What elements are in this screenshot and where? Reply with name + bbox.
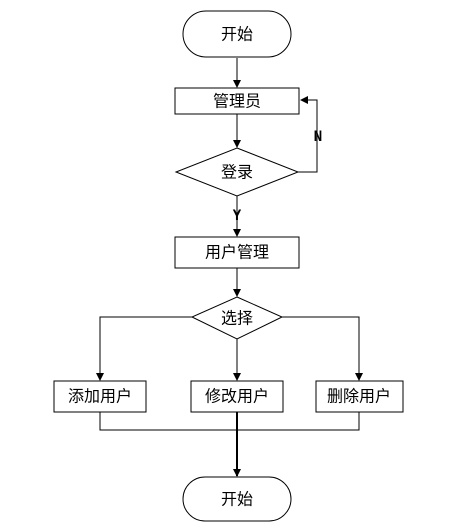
login-decision-shape	[174, 147, 300, 197]
arrow-login-no-loop	[298, 96, 318, 173]
modify-user-process-shape	[190, 380, 284, 413]
admin-process: 管理员	[174, 87, 300, 115]
login-no-label: N	[314, 129, 322, 145]
choose-decision: 选择	[190, 296, 284, 340]
delete-user-process-shape	[315, 380, 404, 413]
merge-line	[99, 412, 360, 431]
choose-decision-label: 选择	[221, 309, 253, 328]
start-terminal: 开始	[182, 10, 292, 58]
end-terminal-shape	[182, 476, 292, 522]
login-decision-label: 登录	[221, 163, 253, 182]
user-mgmt-process: 用户管理	[174, 236, 300, 269]
end-terminal-label: 开始	[221, 490, 253, 509]
arrow-choose-to-delete	[282, 316, 363, 381]
start-terminal-shape	[182, 10, 292, 58]
choose-decision-shape	[190, 296, 284, 340]
delete-user-process-label: 删除用户	[327, 387, 391, 406]
add-user-process-shape	[53, 380, 147, 413]
connectors	[96, 58, 363, 477]
login-decision: 登录	[174, 147, 300, 197]
add-user-process: 添加用户	[53, 380, 147, 413]
user-mgmt-process-shape	[174, 236, 300, 269]
start-terminal-label: 开始	[221, 25, 253, 44]
login-yes-label: Y	[233, 208, 242, 224]
modify-user-process-label: 修改用户	[205, 387, 269, 406]
modify-user-process: 修改用户	[190, 380, 284, 413]
end-terminal: 开始	[182, 476, 292, 522]
add-user-process-label: 添加用户	[68, 387, 132, 406]
admin-process-shape	[174, 87, 300, 115]
delete-user-process: 删除用户	[315, 380, 404, 413]
user-mgmt-process-label: 用户管理	[205, 243, 269, 262]
arrow-choose-to-add	[96, 316, 192, 381]
admin-process-label: 管理员	[213, 92, 261, 111]
